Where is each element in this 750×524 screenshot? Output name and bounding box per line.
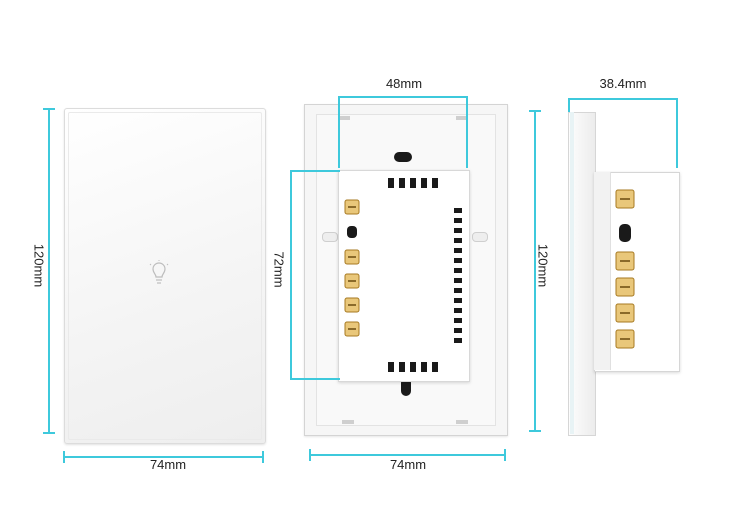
side-height-label: 120mm — [535, 243, 551, 288]
back-width-tick-right — [504, 449, 506, 461]
side-view: 38.4mm 120mm — [520, 0, 750, 524]
terminal-screw — [615, 303, 635, 323]
back-inner-height-line — [290, 170, 292, 380]
side-terminals — [615, 189, 635, 349]
terminal-screw — [344, 199, 360, 215]
back-inner-height-label: 72mm — [271, 251, 287, 288]
terminal-screw — [344, 297, 360, 313]
right-mount-hole — [472, 232, 488, 242]
terminal-screw — [344, 273, 360, 289]
bottom-clip-left — [342, 420, 354, 424]
side-glass-edge — [570, 112, 574, 434]
terminal-slot — [347, 226, 357, 238]
front-glass-panel — [64, 108, 266, 444]
terminal-screw — [615, 329, 635, 349]
front-width-tick-right — [262, 451, 264, 463]
left-mount-hole — [322, 232, 338, 242]
back-module-body — [338, 170, 470, 382]
bottom-vent-slots — [388, 362, 438, 372]
front-height-label: 120mm — [31, 243, 47, 288]
side-module-front — [594, 172, 611, 370]
back-top-width-left-leg — [338, 96, 340, 168]
back-width-line — [310, 454, 506, 456]
back-top-width-right-leg — [466, 96, 468, 168]
side-depth-left-leg — [568, 98, 570, 112]
right-vent-column — [454, 208, 462, 343]
top-clip-right — [456, 116, 468, 120]
front-width-label: 74mm — [149, 457, 187, 472]
back-width-tick-left — [309, 449, 311, 461]
back-inner-height-bottom-leg — [290, 378, 340, 380]
front-height-line — [48, 108, 50, 434]
terminal-screw — [344, 249, 360, 265]
front-height-tick-bottom — [43, 432, 55, 434]
terminal-screw — [615, 277, 635, 297]
terminal-screw — [615, 251, 635, 271]
terminal-slot — [619, 224, 631, 242]
top-clip-left — [338, 116, 350, 120]
terminal-screw — [615, 189, 635, 209]
back-inner-height-top-leg — [290, 170, 340, 172]
top-vent-slots — [388, 178, 438, 188]
back-top-width-label: 48mm — [385, 76, 423, 91]
bottom-mount-slot — [401, 378, 411, 396]
front-height-tick-top — [43, 108, 55, 110]
back-width-label: 74mm — [389, 457, 427, 472]
side-depth-label: 38.4mm — [599, 76, 647, 91]
side-depth-line — [568, 98, 678, 100]
side-height-tick-bottom — [529, 430, 541, 432]
bottom-clip-right — [456, 420, 468, 424]
glass-inner-edge — [68, 112, 262, 440]
side-height-line — [534, 110, 536, 432]
front-width-tick-left — [63, 451, 65, 463]
top-mount-slot — [394, 152, 412, 162]
front-width-line — [64, 456, 264, 458]
bulb-touch-icon[interactable] — [147, 259, 171, 287]
side-height-tick-top — [529, 110, 541, 112]
back-view: 48mm 72mm 74mm — [270, 0, 540, 524]
front-view: 120mm 74mm — [0, 0, 290, 524]
terminal-screws — [344, 199, 360, 337]
side-depth-right-leg — [676, 98, 678, 168]
terminal-screw — [344, 321, 360, 337]
back-top-width-line — [338, 96, 468, 98]
